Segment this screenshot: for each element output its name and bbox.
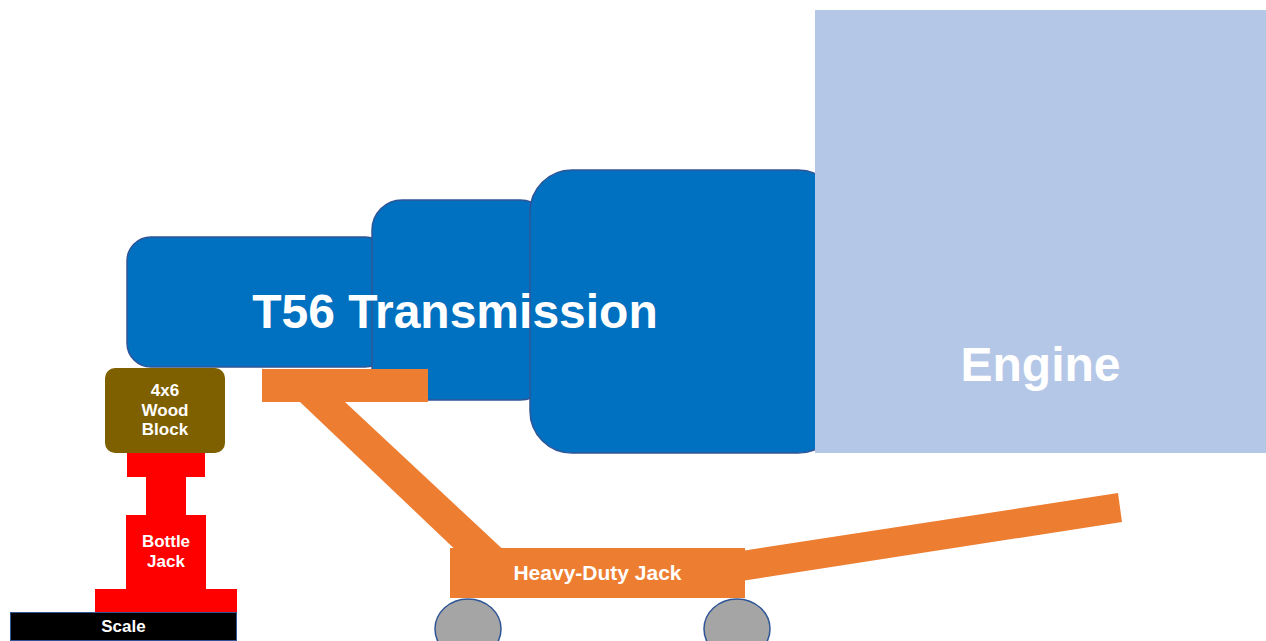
node-label: Engine [960,337,1120,392]
node-label: Bottle Jack [129,532,203,571]
jack-saddle [262,369,428,402]
jack-ram [146,476,186,516]
jack-wheel [435,599,501,641]
engine-block: Engine [815,10,1266,453]
node-label: 4x6 Wood Block [134,381,196,440]
transmission-box: T56 Transmission [127,170,815,453]
heavy-duty-jack-base: Heavy-Duty Jack [450,548,745,598]
transmission-housing [127,170,840,453]
node-label: Heavy-Duty Jack [513,561,681,585]
jack-handle [735,493,1122,582]
wood-block: 4x6 Wood Block [105,368,225,453]
node-label: T56 Transmission [252,284,658,339]
scale-platform: Scale [10,612,237,641]
jack-arm [300,402,510,556]
jack-wheels [435,599,770,641]
bottle-jack-parts [95,453,237,612]
jack-base [95,589,237,612]
node-label: Scale [101,617,145,637]
bottle-jack-body: Bottle Jack [126,515,206,589]
jack-wheel [704,599,770,641]
jack-cap [127,453,205,477]
